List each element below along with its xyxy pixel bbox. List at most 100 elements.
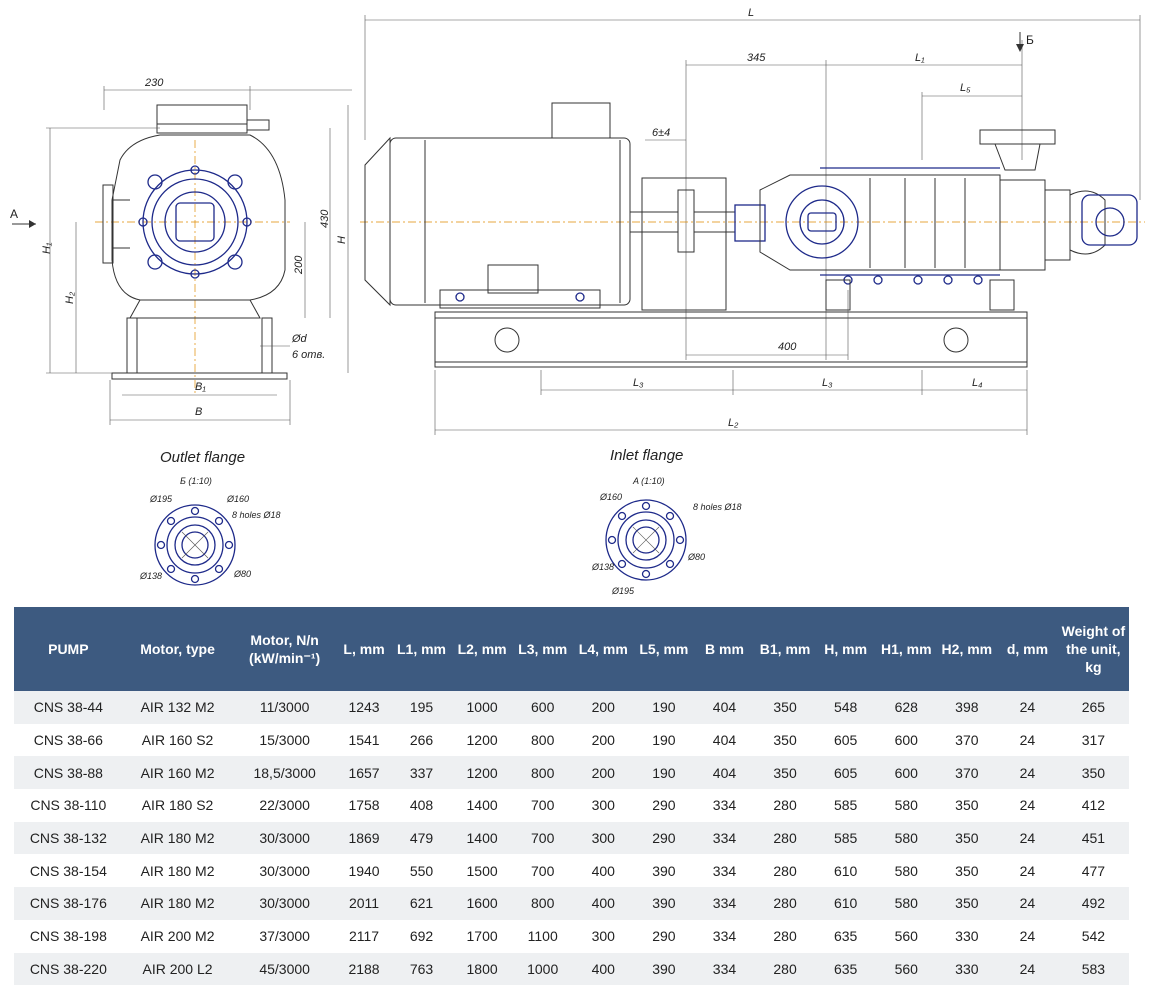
dim-hole: Ød <box>291 333 308 345</box>
pump-model-cell: CNS 38-176 <box>14 887 123 920</box>
table-cell: 30/3000 <box>232 821 337 855</box>
dim-345: 345 <box>747 52 766 64</box>
table-cell: 266 <box>391 723 452 757</box>
table-cell: 1200 <box>451 756 513 790</box>
table-cell: 390 <box>633 854 695 888</box>
outlet-d138: Ø138 <box>139 571 162 581</box>
col-header: H2, mm <box>936 607 998 691</box>
dim-gap: 6±4 <box>652 127 670 139</box>
dim-b: B <box>195 406 202 418</box>
outlet-holes: 8 holes Ø18 <box>232 510 281 520</box>
table-cell: 1541 <box>336 723 392 757</box>
table-cell: 280 <box>754 789 816 822</box>
table-cell: 350 <box>936 789 998 822</box>
table-cell: 350 <box>936 821 998 855</box>
table-cell: 1400 <box>451 821 513 855</box>
table-cell: 190 <box>633 723 695 757</box>
table-cell: 334 <box>694 854 755 888</box>
table-cell: 300 <box>572 821 634 855</box>
inlet-d195: Ø195 <box>611 586 635 596</box>
dim-430: 430 <box>319 209 331 228</box>
table-cell: 350 <box>1057 756 1129 790</box>
table-cell: 334 <box>694 887 755 920</box>
inlet-view-label: A (1:10) <box>632 476 665 486</box>
inlet-holes: 8 holes Ø18 <box>693 502 742 512</box>
table-cell: 300 <box>572 789 634 822</box>
table-cell: 800 <box>512 756 573 790</box>
col-header: B mm <box>694 607 755 691</box>
table-cell: 404 <box>694 723 755 757</box>
table-cell: 350 <box>754 756 816 790</box>
table-cell: 24 <box>997 756 1058 790</box>
pump-drawing: 230 H₁ H₂ 430 200 H Ød 6 отв. B₁ B A L <box>10 7 1145 596</box>
table-cell: 2117 <box>336 919 392 953</box>
table-cell: 548 <box>815 691 876 724</box>
table-cell: 451 <box>1057 821 1129 855</box>
dim-l1: L₁ <box>915 52 925 64</box>
table-cell: 30/3000 <box>232 854 337 888</box>
table-cell: 542 <box>1057 919 1129 953</box>
table-cell: AIR 180 M2 <box>122 854 233 888</box>
col-header: L2, mm <box>451 607 513 691</box>
outlet-d160: Ø160 <box>226 494 249 504</box>
outlet-flange-caption: Outlet flange <box>160 449 245 466</box>
dim-h1: H₁ <box>41 242 53 254</box>
table-cell: 390 <box>633 887 695 920</box>
table-cell: 404 <box>694 756 755 790</box>
table-cell: 24 <box>997 919 1058 953</box>
table-cell: 550 <box>391 854 452 888</box>
table-cell: 24 <box>997 854 1058 888</box>
outlet-view-label: Б (1:10) <box>180 476 212 486</box>
table-cell: 600 <box>512 691 573 724</box>
table-cell: 492 <box>1057 887 1129 920</box>
col-header: L1, mm <box>391 607 452 691</box>
col-header: H, mm <box>815 607 876 691</box>
table-cell: 580 <box>875 854 937 888</box>
col-header: H1, mm <box>875 607 937 691</box>
table-cell: 22/3000 <box>232 789 337 822</box>
table-cell: 300 <box>572 919 634 953</box>
dim-l4: L₄ <box>972 377 983 389</box>
table-cell: AIR 180 S2 <box>122 789 233 822</box>
table-cell: 610 <box>815 854 876 888</box>
table-cell: 412 <box>1057 789 1129 822</box>
table-cell: 280 <box>754 952 816 986</box>
table-cell: 763 <box>391 952 452 986</box>
table-cell: 1243 <box>336 691 392 724</box>
table-cell: 400 <box>572 887 634 920</box>
table-cell: 195 <box>391 691 452 724</box>
table-cell: AIR 200 L2 <box>122 952 233 986</box>
table-cell: 24 <box>997 887 1058 920</box>
table-cell: 350 <box>754 691 816 724</box>
table-cell: 15/3000 <box>232 723 337 757</box>
table-cell: 400 <box>572 952 634 986</box>
table-cell: 605 <box>815 756 876 790</box>
table-cell: 370 <box>936 756 998 790</box>
table-cell: 290 <box>633 821 695 855</box>
table-cell: 24 <box>997 952 1058 986</box>
table-cell: 1500 <box>451 854 513 888</box>
table-cell: 2188 <box>336 952 392 986</box>
table-cell: 200 <box>572 756 634 790</box>
table-cell: 200 <box>572 723 634 757</box>
table-cell: 24 <box>997 821 1058 855</box>
table-cell: 350 <box>936 887 998 920</box>
table-cell: 800 <box>512 723 573 757</box>
dim-230: 230 <box>144 77 164 89</box>
table-cell: 1400 <box>451 789 513 822</box>
pump-model-cell: CNS 38-110 <box>14 789 123 822</box>
table-cell: 290 <box>633 919 695 953</box>
table-cell: 1758 <box>336 789 392 822</box>
pump-model-cell: CNS 38-88 <box>14 756 123 790</box>
table-cell: 400 <box>572 854 634 888</box>
outlet-d80: Ø80 <box>233 569 251 579</box>
table-cell: 585 <box>815 789 876 822</box>
table-cell: 330 <box>936 919 998 953</box>
table-cell: 580 <box>875 789 937 822</box>
table-cell: 24 <box>997 789 1058 822</box>
pump-model-cell: CNS 38-198 <box>14 919 123 953</box>
col-header: L3, mm <box>512 607 573 691</box>
